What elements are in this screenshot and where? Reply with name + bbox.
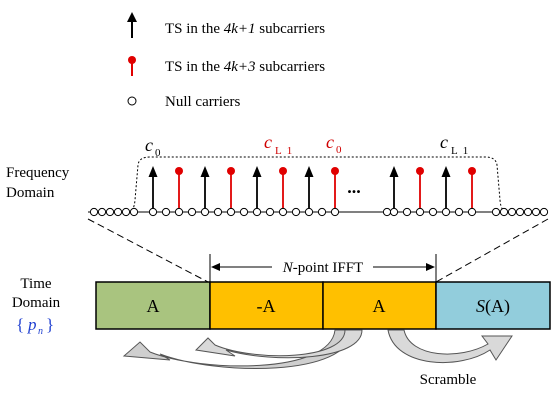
svg-text:p: p xyxy=(27,315,37,334)
null-carrier xyxy=(428,207,438,217)
ts-4k1-arrowhead xyxy=(389,166,399,177)
null-carrier xyxy=(97,207,107,217)
ifft-span-label: N-point IFFT xyxy=(282,260,363,276)
null-carrier xyxy=(454,207,464,217)
spectrum-envelope xyxy=(88,156,548,213)
null-carrier xyxy=(415,207,425,217)
null-carrier xyxy=(105,207,115,217)
null-carrier xyxy=(174,207,184,217)
null-carrier xyxy=(187,207,197,217)
ts-4k1-arrowhead xyxy=(441,166,451,177)
legend-ts-4k1-marker-icon xyxy=(127,12,137,38)
null-carrier xyxy=(467,207,477,217)
ifft-span-arrow-left-icon xyxy=(211,263,272,271)
block-a-orange-label: A xyxy=(373,296,386,316)
pilot-label-letter: c xyxy=(145,135,153,155)
null-carrier xyxy=(499,207,509,217)
block-s-a-label: S(A) xyxy=(476,296,510,317)
null-carrier xyxy=(317,207,327,217)
null-carrier xyxy=(539,207,549,217)
null-carrier xyxy=(129,207,139,217)
frequency-domain-label-line1: Frequency xyxy=(6,165,70,181)
null-carrier xyxy=(148,207,158,217)
pilot-label-sub: 0 xyxy=(155,147,161,159)
block-s-a xyxy=(435,281,551,330)
sequence-pn-label: { p n } xyxy=(16,315,54,337)
null-carrier xyxy=(491,207,501,217)
block-a-green-label: A xyxy=(147,296,160,316)
ts-4k3-pin xyxy=(175,167,183,175)
block-a-green xyxy=(95,281,211,330)
frequency-domain-label-line2: Domain xyxy=(6,185,55,201)
null-carrier xyxy=(389,207,399,217)
null-carrier xyxy=(226,207,236,217)
null-carrier xyxy=(113,207,123,217)
null-carrier xyxy=(531,207,541,217)
scramble-arrow xyxy=(387,329,513,364)
time-domain-label-line2: Domain xyxy=(12,295,61,311)
block-a-orange xyxy=(322,281,437,330)
null-carrier xyxy=(330,207,340,217)
pilot-label-cl1-black: c L 1 xyxy=(440,132,468,157)
projection-line-right xyxy=(435,218,549,283)
legend-ts-4k3-label: TS in the 4k+3 subcarriers xyxy=(165,59,325,75)
legend: TS in the 4k+1 subcarriers TS in the 4k+… xyxy=(127,12,325,110)
ts-4k3-pin xyxy=(227,167,235,175)
subcarriers xyxy=(89,166,549,217)
null-carrier xyxy=(239,207,249,217)
block-minus-a-label: -A xyxy=(257,296,276,316)
legend-ts-4k3-marker-icon xyxy=(128,56,136,76)
ts-4k1-arrowhead xyxy=(148,166,158,177)
null-carrier xyxy=(265,207,275,217)
svg-text:{: { xyxy=(16,315,24,334)
pilot-label-letter: c xyxy=(440,132,448,152)
null-carrier xyxy=(382,207,392,217)
null-carrier xyxy=(304,207,314,217)
null-carrier xyxy=(161,207,171,217)
null-carrier xyxy=(252,207,262,217)
projection-line-left xyxy=(87,218,209,283)
pilot-label-c0-red: c 0 xyxy=(326,132,342,156)
ts-4k1-arrowhead xyxy=(304,166,314,177)
null-carrier xyxy=(441,207,451,217)
pilot-label-sub: L 1 xyxy=(275,145,292,157)
null-carrier xyxy=(523,207,533,217)
ts-4k3-pin xyxy=(416,167,424,175)
legend-null-carrier-label: Null carriers xyxy=(165,94,241,110)
svg-text:}: } xyxy=(46,315,54,334)
time-domain-label-line1: Time xyxy=(20,276,51,292)
null-carrier xyxy=(121,207,131,217)
time-blocks: A -A A S(A) xyxy=(95,281,551,330)
ts-4k3-pin xyxy=(331,167,339,175)
null-carrier xyxy=(402,207,412,217)
carrier-ellipsis: ... xyxy=(347,177,361,197)
block-minus-a xyxy=(209,281,324,330)
null-carrier xyxy=(278,207,288,217)
pilot-label-cl1-red: c L 1 xyxy=(264,132,292,157)
pilot-label-sub: L 1 xyxy=(451,145,468,157)
pilot-label-c0-black: c 0 xyxy=(145,135,161,159)
ts-4k3-pin xyxy=(279,167,287,175)
pilot-label-letter: c xyxy=(326,132,334,152)
null-carrier xyxy=(515,207,525,217)
ifft-span-arrow-right-icon xyxy=(373,263,435,271)
legend-ts-4k1-label: TS in the 4k+1 subcarriers xyxy=(165,21,325,37)
scramble-label: Scramble xyxy=(420,372,477,388)
pilot-label-letter: c xyxy=(264,132,272,152)
copy-arrows xyxy=(122,329,513,369)
ts-4k1-arrowhead xyxy=(252,166,262,177)
null-carrier xyxy=(213,207,223,217)
pilot-label-sub: 0 xyxy=(336,144,342,156)
ts-4k3-pin xyxy=(468,167,476,175)
copy-arrow-to-second-block xyxy=(194,329,363,359)
null-carrier xyxy=(291,207,301,217)
null-carrier xyxy=(89,207,99,217)
copy-arrow-to-first-block xyxy=(122,329,353,369)
null-carrier xyxy=(200,207,210,217)
svg-text:n: n xyxy=(38,326,43,337)
null-carrier xyxy=(507,207,517,217)
ts-4k1-arrowhead xyxy=(200,166,210,177)
legend-null-carrier-icon xyxy=(127,96,137,106)
